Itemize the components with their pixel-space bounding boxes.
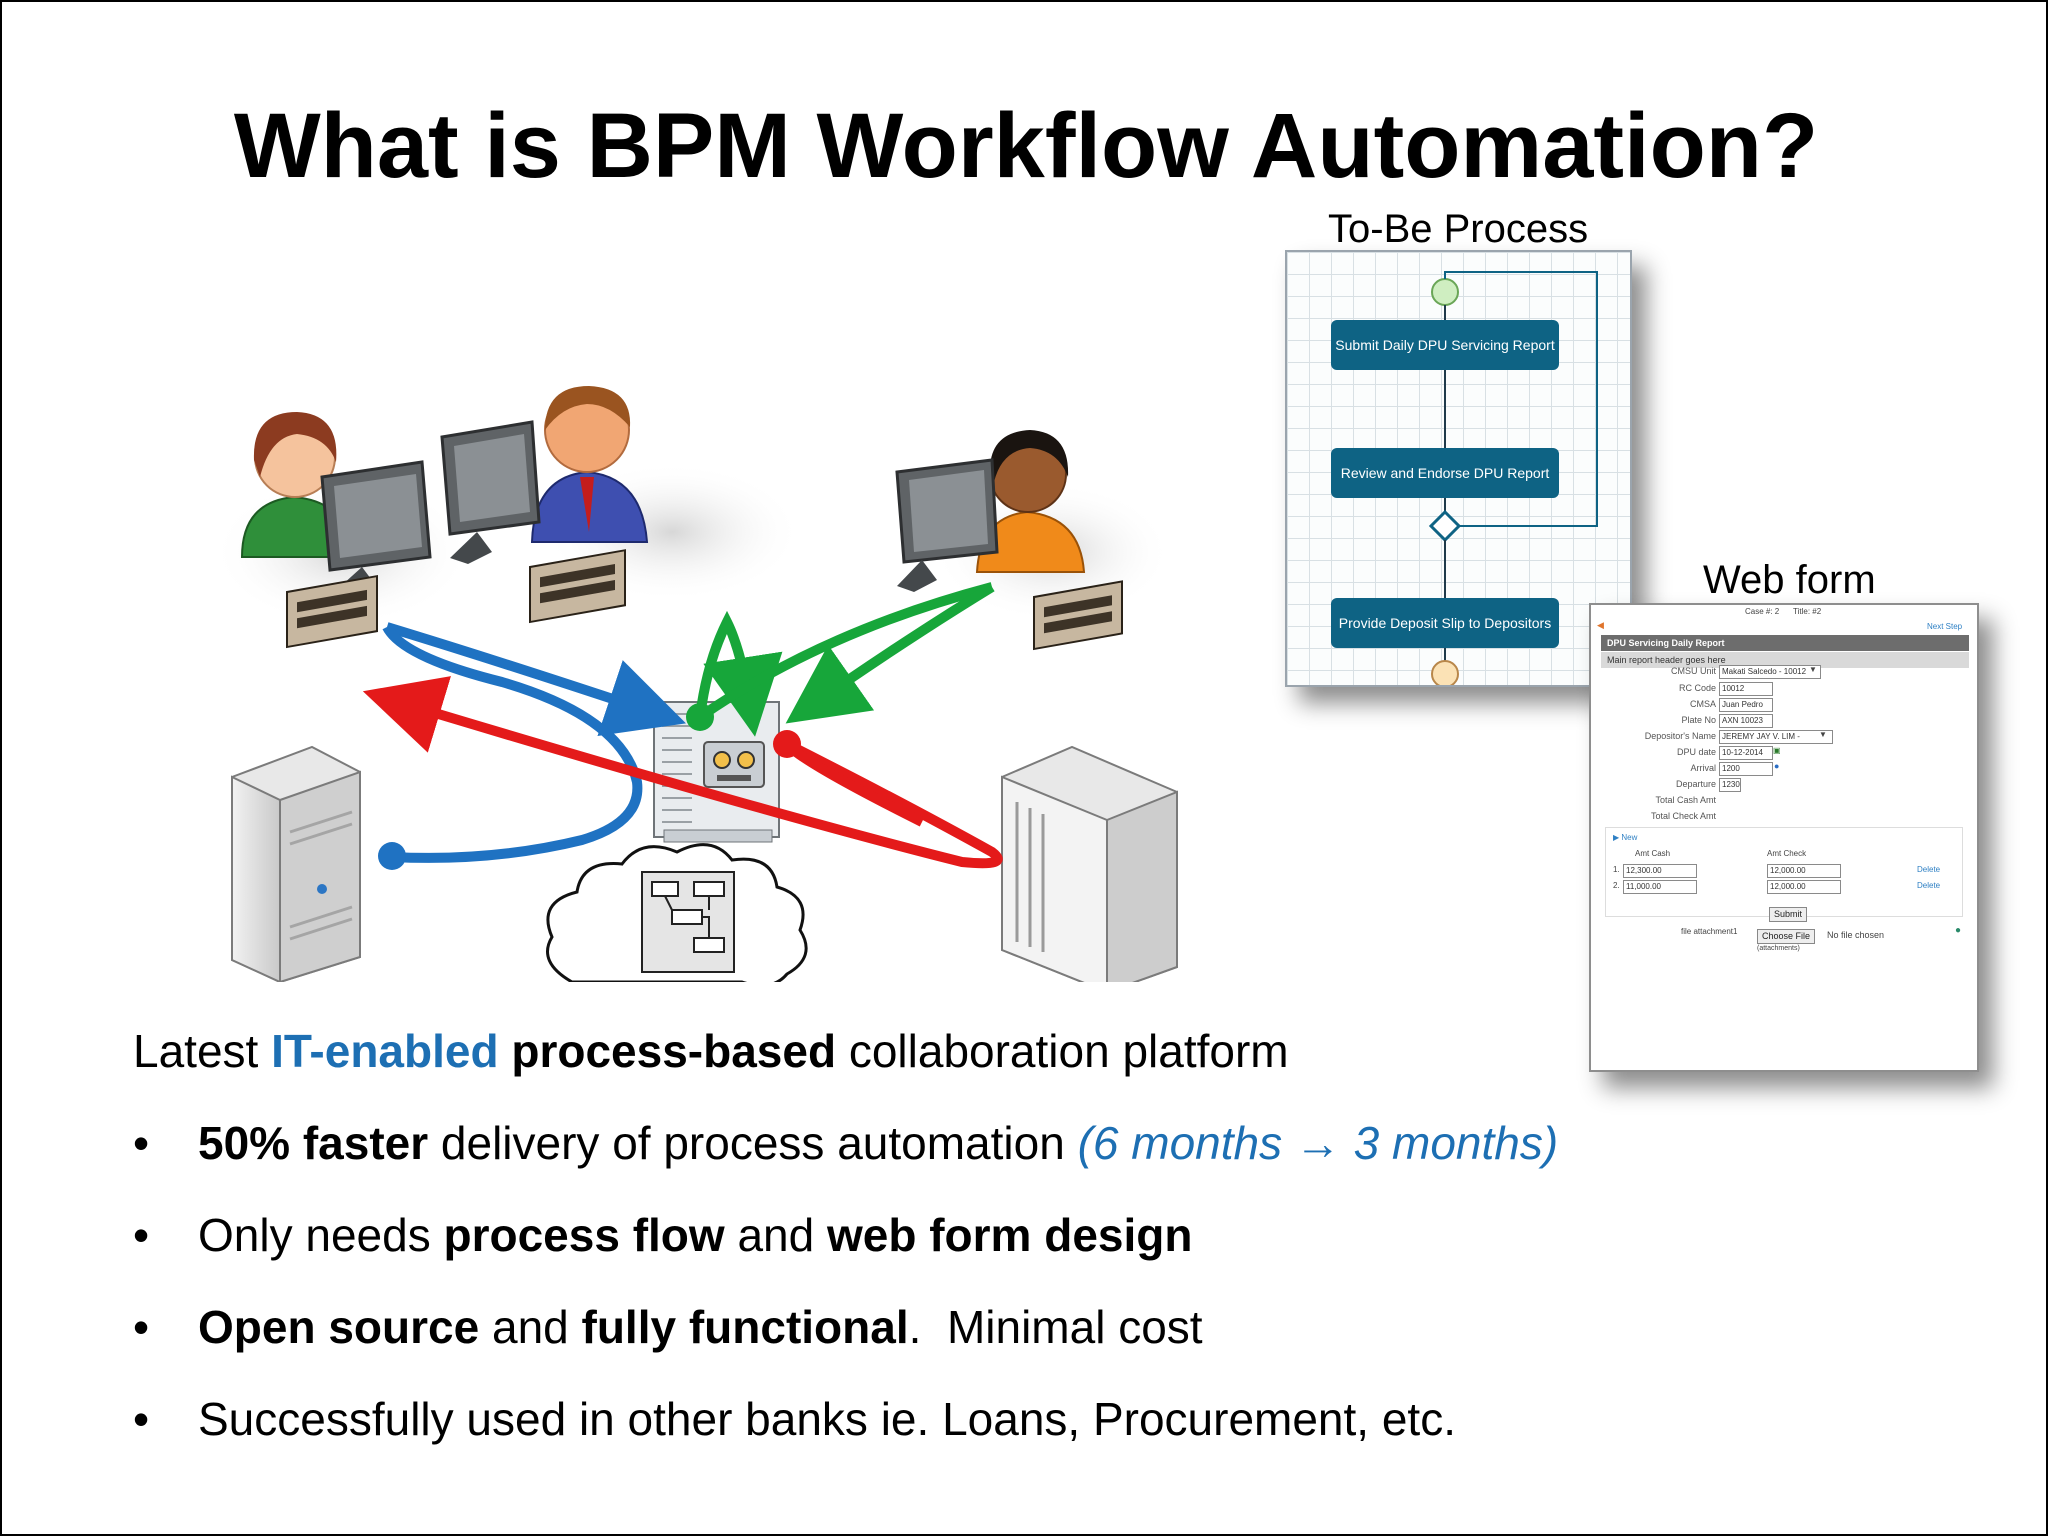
intro-process-based: process-based (511, 1025, 837, 1077)
bullet-2-text: Only needs process flow and web form des… (198, 1208, 1192, 1262)
file-attachment-label: file attachment1 (1681, 927, 1738, 936)
field-label-dpu-date: DPU date (1676, 747, 1716, 757)
bullet-3-t2: . Minimal cost (908, 1301, 1203, 1353)
plate-no-field[interactable]: AXN 10023 (1719, 714, 1773, 728)
amt-cash-field[interactable]: 12,300.00 (1623, 864, 1697, 878)
row-number: 2. (1613, 881, 1620, 890)
intro-line: Latest IT-enabled process-based collabor… (133, 1024, 1289, 1078)
bullet-3-bold-2: fully functional (581, 1301, 909, 1353)
dpu-date-field[interactable]: 10-12-2014 (1719, 746, 1773, 760)
cmsu-unit-select[interactable]: Makati Salcedo - 10012 (1719, 665, 1821, 679)
field-label-cmsa: CMSA (1689, 699, 1716, 709)
collaboration-diagram (212, 386, 1178, 982)
blue-flow-arrow (378, 622, 686, 870)
dropdown-arrow-icon: ▼ (1809, 665, 1817, 674)
bullet-3-t1: and (479, 1301, 582, 1353)
slide-title: What is BPM Workflow Automation? (233, 95, 1819, 197)
back-arrow-icon[interactable]: ◀ (1597, 620, 1604, 630)
bullet-2-bold-1: process flow (443, 1209, 725, 1261)
field-label-rc-code: RC Code (1678, 683, 1716, 693)
calendar-icon[interactable]: ▣ (1773, 746, 1781, 755)
amt-check-field[interactable]: 12,000.00 (1767, 864, 1841, 878)
grid-new-link[interactable]: ▶ New (1613, 833, 1638, 842)
web-form-label: Web form (1703, 558, 1876, 602)
no-file-text: No file chosen (1827, 930, 1885, 940)
user-right-icon (895, 430, 1123, 651)
title-label: Title: #2 (1793, 607, 1822, 616)
bullet-1-rest: delivery of process automation (428, 1117, 1078, 1169)
to-be-process-label: To-Be Process (1328, 207, 1589, 251)
departure-field[interactable]: 1230 (1719, 778, 1741, 792)
form-header: DPU Servicing Daily Report (1601, 635, 1969, 651)
process-step-deposit-slip: Provide Deposit Slip to Depositors (1331, 598, 1559, 648)
col-amt-check: Amt Check (1767, 849, 1807, 858)
field-label-total-check: Total Check Amt (1650, 811, 1716, 821)
user-left-icon (240, 412, 432, 649)
choose-file-button[interactable]: Choose File (1757, 929, 1816, 944)
bullet-1-dot: • (133, 1117, 150, 1169)
col-amt-cash: Amt Cash (1635, 849, 1671, 858)
bullet-3-bold-1: Open source (198, 1301, 480, 1353)
next-step-link[interactable]: Next Step (1927, 622, 1963, 631)
delete-link[interactable]: Delete (1917, 865, 1941, 874)
bullet-3-text: Open source and fully functional. Minima… (198, 1300, 1203, 1354)
field-label-total-cash: Total Cash Amt (1655, 795, 1716, 805)
case-label: Case #: 2 (1745, 607, 1780, 616)
web-form-screenshot: Case #: 2 Title: #2 ◀ Next Step DPU Serv… (1589, 603, 1979, 1072)
to-be-process-diagram: Submit Daily DPU Servicing Report Review… (1285, 250, 1632, 687)
dropdown-arrow-icon: ▼ (1819, 730, 1827, 739)
form-subheader: Main report header goes here (1601, 652, 1969, 668)
bullet-3-dot: • (133, 1301, 150, 1353)
thought-cloud-icon (546, 843, 808, 982)
process-step-submit: Submit Daily DPU Servicing Report (1331, 320, 1559, 370)
intro-text-1: Latest (133, 1025, 272, 1077)
process-connectors (1428, 271, 1598, 685)
green-flow-arrow (686, 582, 995, 737)
grid-new-label: New (1621, 833, 1638, 842)
arrival-field[interactable]: 1200 (1719, 762, 1773, 776)
server-left-icon (231, 745, 361, 982)
bullet-2-t1: Only needs (198, 1209, 444, 1261)
bullet-2-dot: • (133, 1209, 150, 1261)
bullet-2-t2: and (724, 1209, 827, 1261)
bullet-1-italic: (6 months → 3 months) (1077, 1117, 1559, 1169)
process-step-review: Review and Endorse DPU Report (1331, 448, 1559, 498)
submit-button[interactable]: Submit (1769, 907, 1808, 922)
attachments-note: (attachments) (1757, 945, 1800, 952)
delete-link[interactable]: Delete (1917, 881, 1941, 890)
amt-cash-field[interactable]: 11,000.00 (1623, 880, 1697, 894)
cmsa-field[interactable]: Juan Pedro (1719, 698, 1773, 712)
field-label-plate-no: Plate No (1681, 715, 1716, 725)
field-label-depositor-name: Depositor's Name (1644, 731, 1716, 741)
server-right-icon (1001, 745, 1178, 982)
bullet-4-text: Successfully used in other banks ie. Loa… (198, 1393, 1456, 1445)
rc-code-field[interactable]: 10012 (1719, 682, 1773, 696)
bullet-1-bold: 50% faster (198, 1117, 429, 1169)
user-center-icon (440, 386, 649, 624)
bullet-2-bold-2: web form design (827, 1209, 1193, 1261)
depositor-name-select[interactable]: JEREMY JAY V. LIM - 1001680 (1719, 730, 1833, 744)
intro-it-enabled: IT-enabled (271, 1025, 499, 1077)
intro-space (499, 1025, 512, 1077)
bullet-1-text: 50% faster delivery of process automatio… (198, 1116, 1558, 1170)
field-label-arrival: Arrival (1690, 763, 1716, 773)
clock-icon[interactable]: ● (1774, 761, 1780, 771)
bullet-4-dot: • (133, 1393, 150, 1445)
attachment-icon[interactable]: ● (1955, 925, 1962, 936)
intro-text-2: collaboration platform (836, 1025, 1289, 1077)
field-label-cmsu-unit: CMSU Unit (1670, 666, 1716, 676)
amt-check-field[interactable]: 12,000.00 (1767, 880, 1841, 894)
red-flow-arrow (362, 676, 1003, 869)
field-label-departure: Departure (1675, 779, 1716, 789)
row-number: 1. (1613, 865, 1620, 874)
